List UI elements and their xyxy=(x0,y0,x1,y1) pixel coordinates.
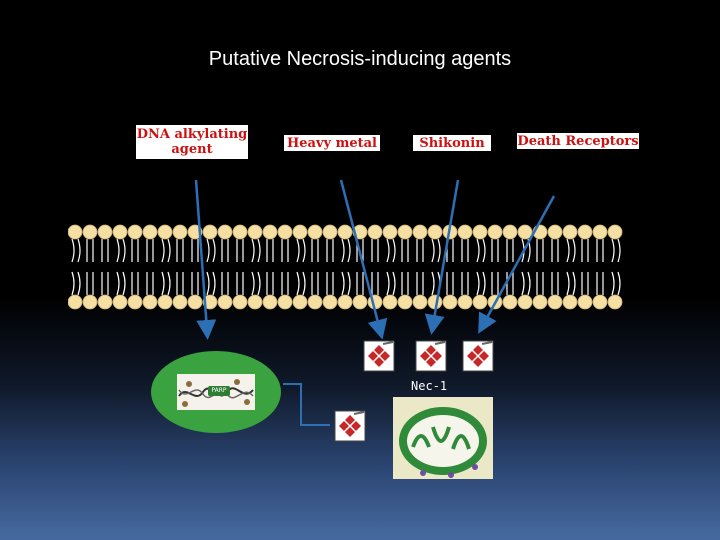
agent-heavy-metal: Heavy metal xyxy=(284,135,380,151)
nec-1-label: Nec-1 xyxy=(411,379,448,393)
agent-shikonin: Shikonin xyxy=(413,135,491,151)
necrostatin-inhibitor-icon xyxy=(462,340,494,372)
agent-death-receptors: Death Receptors xyxy=(517,133,639,149)
lipid-bilayer xyxy=(68,224,623,310)
agent-dna-alkylating: DNA alkylating agent xyxy=(136,125,248,159)
arrow-death-receptors xyxy=(478,195,556,334)
parp-badge: PARP xyxy=(208,386,230,396)
necrostatin-inhibitor-icon xyxy=(334,410,366,442)
mitochondrion-illustration xyxy=(393,397,493,479)
arrow-dna-to-nucleus xyxy=(194,179,217,340)
arrow-heavy-metal xyxy=(339,179,388,340)
necrostatin-inhibitor-icon xyxy=(415,340,447,372)
necrostatin-inhibitor-icon xyxy=(363,340,395,372)
arrow-shikonin xyxy=(424,179,460,335)
slide-title: Putative Necrosis-inducing agents xyxy=(208,48,512,70)
connector-nucleus-to-inhibitor xyxy=(283,383,330,426)
